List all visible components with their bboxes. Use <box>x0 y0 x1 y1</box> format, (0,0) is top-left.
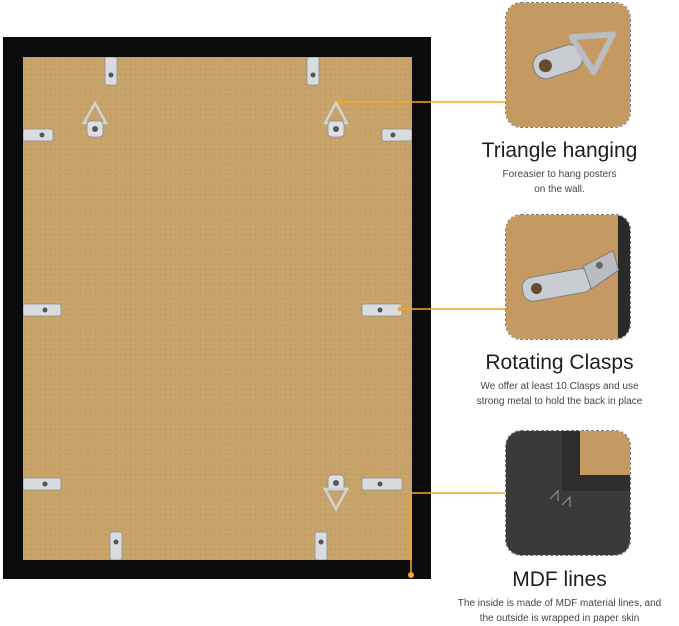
clasp-top-right <box>306 56 320 86</box>
thumbnail-triangle-hanging <box>505 2 631 128</box>
clasp-left-upper <box>22 128 54 142</box>
mdf-back-board <box>22 56 413 561</box>
feature-title: Triangle hanging <box>481 139 638 162</box>
thumbnail-rotating-clasps <box>505 214 631 340</box>
triangle-hanger-icon <box>506 3 630 127</box>
clasp-left-middle <box>22 303 62 317</box>
feature-title: Rotating Clasps <box>485 351 634 374</box>
feature-desc-line: strong metal to hold the back in place <box>476 396 643 407</box>
feature-triangle-hanging: Triangle hanging Foreasier to hang poste… <box>440 138 679 197</box>
feature-desc-line: on the wall. <box>534 184 585 195</box>
rotating-clasp-icon <box>506 215 630 339</box>
clasp-right-lower <box>361 477 403 491</box>
clasp-bottom-right <box>314 531 328 561</box>
triangle-hanger-top-right <box>322 100 350 138</box>
feature-title: MDF lines <box>512 568 607 591</box>
mdf-corner-icon <box>506 431 630 555</box>
feature-desc-line: Foreasier to hang posters <box>502 169 617 180</box>
feature-mdf-lines: MDF lines The inside is made of MDF mate… <box>440 567 679 626</box>
triangle-hanger-top-left <box>81 100 109 138</box>
poster-frame-back <box>3 37 431 579</box>
leader-line-mdf <box>410 492 505 575</box>
clasp-left-lower <box>22 477 62 491</box>
feature-desc-line: the outside is wrapped in paper skin <box>479 613 640 624</box>
thumbnail-mdf-lines <box>505 430 631 556</box>
feature-desc-line: The inside is made of MDF material lines… <box>457 598 662 609</box>
feature-desc-line: We offer at least 10 Clasps and use <box>480 381 639 392</box>
clasp-top-left <box>104 56 118 86</box>
triangle-hanger-bottom <box>322 474 350 512</box>
feature-rotating-clasps: Rotating Clasps We offer at least 10 Cla… <box>440 350 679 409</box>
clasp-layer <box>22 56 413 561</box>
